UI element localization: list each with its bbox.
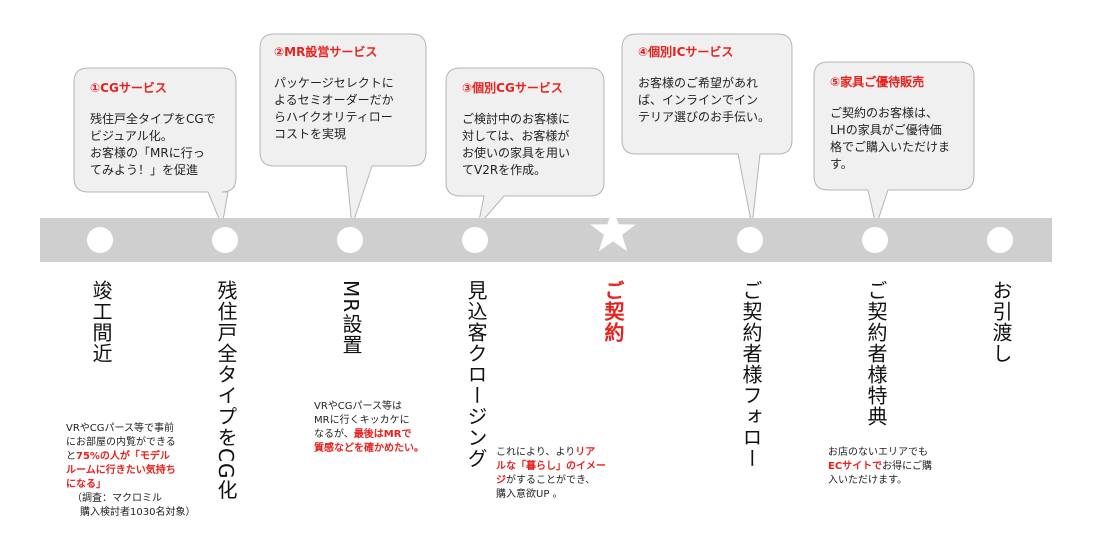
bubble-1-title: ①CGサービス	[90, 81, 167, 95]
note-1-line: 購入検討者1030名対象）	[80, 507, 196, 518]
timeline-node-2	[212, 227, 238, 253]
timeline-node-1	[87, 227, 113, 253]
note-4: お店のないエリアでも ECサイトでお得にご購 入いただけます。	[828, 446, 978, 488]
bubble-4-title: ④個別ICサービス	[638, 45, 734, 59]
note-1-line: VRやCGパース等で事前	[66, 423, 175, 434]
bubble-5-line: 格でご購入いただけま	[830, 140, 951, 154]
bubble-4-line: テリア選びのお手伝い。	[638, 110, 771, 124]
timeline-bar	[40, 218, 1052, 262]
bubble-2: ②MR設営サービス パッケージセレクトに よるセミオーダーだか らハイクオリティ…	[274, 44, 424, 143]
note-1-highlight: になる」	[66, 479, 106, 490]
bubble-3-line: お使いの家具を用い	[462, 146, 571, 160]
note-3-highlight: リア	[575, 447, 596, 458]
bubble-1-line: 残住戸全タイプをCGで	[90, 112, 216, 126]
note-4-line: 入いただけます。	[828, 475, 907, 486]
bubble-2-line: らハイクオリティロー	[274, 110, 393, 124]
bubble-4-line: お客様のご希望があれ	[638, 76, 759, 90]
bubble-5-shape	[813, 61, 975, 228]
bubble-3-line: てV2Rを作成。	[462, 163, 547, 177]
note-2-line: なるが、最後はMRで	[314, 428, 464, 442]
stage-label-4: 見込客クロージング	[464, 280, 488, 469]
note-1-highlight: 75%の人が「モデル	[76, 451, 170, 462]
contract-star-icon	[590, 208, 636, 252]
timeline-node-3	[337, 227, 363, 253]
note-3-text: これにより、より	[496, 447, 576, 458]
note-1-text: と	[66, 451, 76, 462]
note-3-line: ジがすることができ、	[496, 474, 646, 488]
bubble-3-title: ③個別CGサービス	[462, 81, 563, 95]
note-3-text: がすることができ、	[506, 475, 596, 486]
bubble-2-line: パッケージセレクトに	[274, 76, 394, 90]
note-1-line: と75%の人が「モデル	[66, 450, 216, 464]
bubble-3-shape	[445, 67, 605, 228]
note-1-highlight: ルームに行きたい気持ち	[66, 465, 176, 476]
note-2-text: なるが、	[314, 429, 354, 440]
bubble-2-line: よるセミオーダーだか	[274, 93, 394, 107]
note-1-line: にお部屋の内覧ができる	[66, 437, 176, 448]
bubble-5-line: す。	[830, 157, 853, 171]
bubble-4: ④個別ICサービス お客様のご希望があれ ば、インラインでイン テリア選びのお手…	[638, 44, 790, 126]
bubble-4-shape	[621, 33, 793, 227]
bubble-1-line: お客様の「MRに行っ	[90, 146, 205, 160]
bubble-3-line: ご検討中のお客様に	[462, 112, 571, 126]
bubble-1-line: ビジュアル化。	[90, 129, 173, 143]
timeline-node-6	[737, 227, 763, 253]
bubble-5: ⑤家具ご優待販売 ご契約のお客様は、 LHの家具がご優待価 格でご購入いただけま…	[830, 74, 974, 173]
note-3-line: これにより、よりリア	[496, 446, 646, 460]
bubble-2-line: コストを実現	[274, 127, 347, 141]
note-3-line: 購入意欲UP 。	[496, 489, 563, 500]
bubble-4-line: ば、インラインでイン	[638, 93, 759, 107]
note-1-line: （調査：マクロミル	[72, 493, 162, 504]
bubble-1: ①CGサービス 残住戸全タイプをCGで ビジュアル化。 お客様の「MRに行っ て…	[90, 80, 236, 179]
timeline-node-7	[862, 227, 888, 253]
bubble-5-line: LHの家具がご優待価	[830, 123, 942, 137]
bubble-5-title: ⑤家具ご優待販売	[830, 75, 925, 89]
note-3-highlight: ジ	[496, 475, 506, 486]
timeline-node-8	[987, 227, 1013, 253]
note-2: VRやCGパース等は MRに行くキッカケに なるが、最後はMRで 質感などを確か…	[314, 400, 464, 456]
stage-label-5: ご契約	[601, 280, 625, 343]
stage-label-8: お引渡し	[989, 280, 1013, 364]
note-2-line: VRやCGパース等は	[314, 401, 403, 412]
note-4-text: お得にご購	[882, 461, 932, 472]
timeline-node-4	[462, 227, 488, 253]
note-4-highlight: ECサイトで	[828, 461, 883, 472]
stage-label-7: ご契約者様特典	[864, 280, 888, 427]
bubble-1-shape	[73, 67, 237, 228]
bubble-5-line: ご契約のお客様は、	[830, 106, 939, 120]
note-4-line: お店のないエリアでも	[828, 447, 928, 458]
note-3: これにより、よりリア ルな「暮らし」のイメー ジがすることができ、 購入意欲UP…	[496, 446, 646, 502]
note-2-highlight: 質感などを確かめたい。	[314, 443, 424, 454]
note-2-highlight: 最後はMRで	[353, 429, 412, 440]
bubble-3-line: 対しては、お客様が	[462, 129, 570, 143]
stage-label-3: MR設置	[339, 280, 363, 356]
note-2-line: MRに行くキッカケに	[314, 415, 410, 426]
bubble-3: ③個別CGサービス ご検討中のお客様に 対しては、お客様が お使いの家具を用い …	[462, 80, 602, 179]
note-4-line: ECサイトでお得にご購	[828, 460, 978, 474]
stage-label-1: 竣工間近	[89, 280, 113, 364]
bubble-2-shape	[259, 33, 427, 227]
stage-label-2: 残住戸全タイプをCG化	[214, 280, 238, 501]
note-3-highlight: ルな「暮らし」のイメー	[496, 461, 606, 472]
note-1: VRやCGパース等で事前 にお部屋の内覧ができる と75%の人が「モデル ルーム…	[66, 422, 216, 520]
bubble-1-line: てみよう！」を促進	[90, 163, 199, 177]
stage-label-6: ご契約者様フォロー	[739, 280, 763, 469]
bubble-2-title: ②MR設営サービス	[274, 45, 378, 59]
